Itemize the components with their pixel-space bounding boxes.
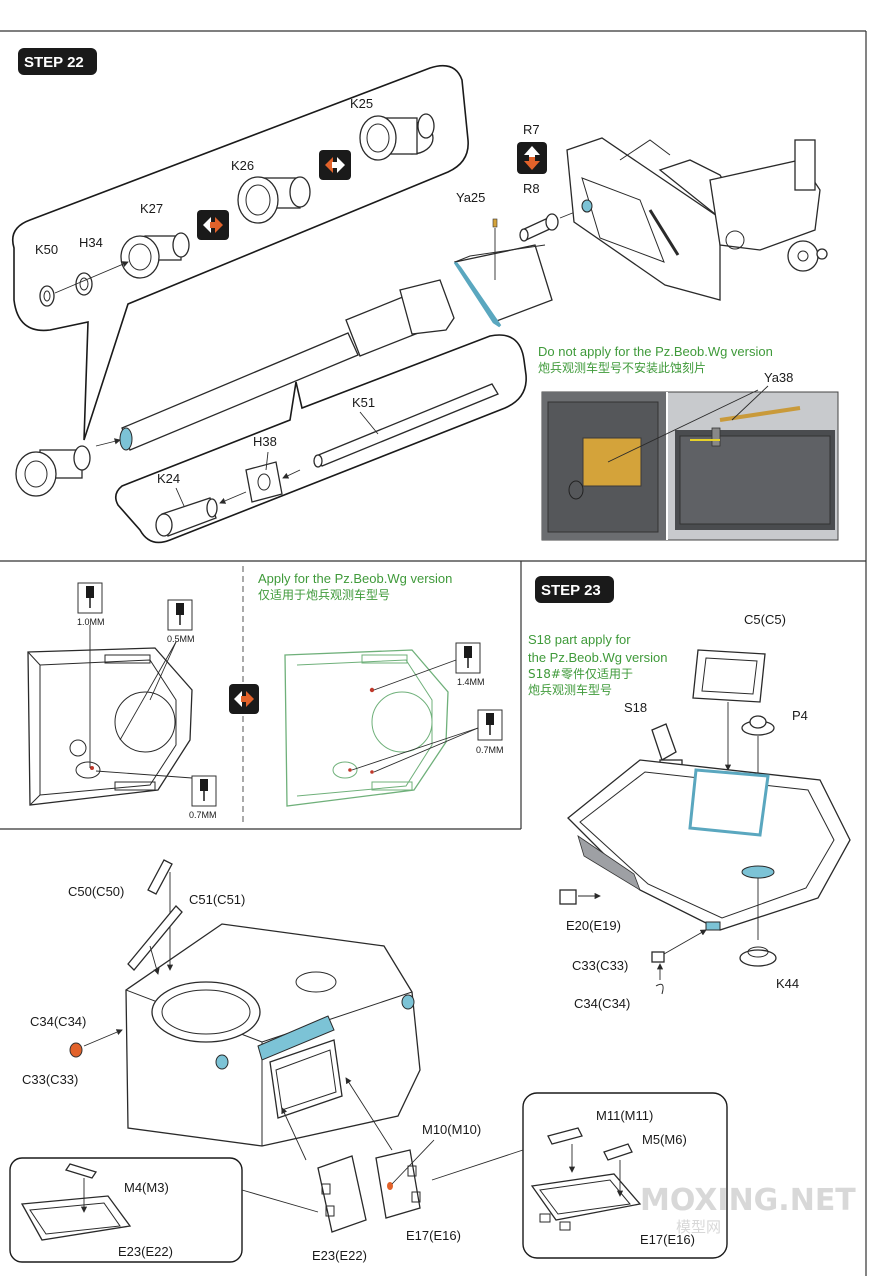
part-k25: K25 — [350, 96, 435, 161]
label-c33-right: C33(C33) — [572, 958, 628, 973]
note-apply-cn: 仅适用于炮兵观测车型号 — [258, 587, 390, 602]
part-k26: K26 — [231, 158, 311, 224]
watermark: MOXING.NET 模型网 — [640, 1183, 856, 1236]
label-e23-b: E23(E22) — [118, 1244, 173, 1259]
label-m5: M5(M6) — [642, 1132, 687, 1147]
label-m11: M11(M11) — [596, 1108, 653, 1123]
label-ya25: Ya25 — [456, 190, 485, 205]
part-p4: P4 — [741, 708, 808, 736]
label-c34-right: C34(C34) — [574, 996, 630, 1011]
turret-drill-drawing — [27, 647, 193, 806]
photo-inset — [541, 385, 839, 541]
swap-icon — [229, 684, 259, 714]
part-gun-barrel — [119, 279, 455, 451]
drill-icon: 0.7MM — [189, 775, 217, 820]
label-c34-left: C34(C34) — [30, 1014, 86, 1029]
label-r7: R7 — [523, 122, 540, 137]
label-c5: C5(C5) — [744, 612, 786, 627]
part-mantlet-box — [453, 244, 553, 328]
part-e17-hatch — [375, 1149, 421, 1219]
label-m10: M10(M10) — [422, 1122, 481, 1137]
note-s18-1: S18 part apply for — [528, 632, 631, 647]
note-apply: Apply for the Pz.Beob.Wg version — [258, 571, 452, 586]
label-e20: E20(E19) — [566, 918, 621, 933]
part-r8 — [519, 213, 559, 242]
swap-icon-vertical — [517, 142, 547, 174]
part-k44: K44 — [739, 946, 799, 991]
label-p4: P4 — [792, 708, 808, 723]
part-c33-right: C33(C33) — [572, 951, 665, 973]
note-s18-2: the Pz.Beob.Wg version — [528, 650, 667, 665]
step23-badge: STEP 23 — [535, 576, 614, 603]
label-k50: K50 — [35, 242, 58, 257]
label-r8: R8 — [523, 181, 540, 196]
label-e17-b: E17(E16) — [640, 1232, 695, 1247]
watermark-text: MOXING.NET — [640, 1183, 856, 1218]
label-h38: H38 — [253, 434, 277, 449]
label-k24: K24 — [157, 471, 180, 486]
step22-badge: STEP 22 — [18, 48, 97, 75]
part-e20: E20(E19) — [559, 889, 621, 933]
part-c50: C50(C50) — [68, 859, 173, 899]
ring-parts-callout — [11, 64, 469, 441]
label-k26: K26 — [231, 158, 254, 173]
part-k50: K50 — [35, 242, 58, 307]
drill-size-2: 0.5MM — [167, 634, 195, 644]
label-k25: K25 — [350, 96, 373, 111]
note-s18-cn2: 炮兵观测车型号 — [528, 682, 612, 697]
part-k27: K27 — [120, 201, 190, 279]
label-k44: K44 — [776, 976, 799, 991]
page-frame — [0, 30, 867, 1276]
swap-icon — [197, 210, 229, 240]
label-k27: K27 — [140, 201, 163, 216]
drill-icon: 0.5MM — [167, 599, 195, 644]
label-m4: M4(M3) — [124, 1180, 169, 1195]
vehicle-front-drawing — [566, 137, 828, 301]
detail-box-right: M11(M11) M5(M6) E17(E16) — [522, 1092, 728, 1259]
part-k24: K24 — [155, 471, 218, 537]
part-c34-left: C34(C34) C33(C33) — [22, 1014, 86, 1087]
label-e23-a: E23(E22) — [312, 1248, 367, 1263]
turret-interior-drawing — [567, 759, 851, 931]
drill-icon: 1.4MM — [455, 642, 485, 687]
k51-callout — [114, 334, 527, 544]
part-muzzle-assembly — [15, 445, 91, 497]
watermark-sub: 模型网 — [676, 1218, 721, 1236]
drill-size-5: 0.7MM — [476, 745, 504, 755]
note-not-apply-cn: 炮兵观测车型号不安装此蚀刻片 — [538, 360, 706, 375]
turret-drill-drawing-green — [284, 649, 449, 807]
note-not-apply: Do not apply for the Pz.Beob.Wg version — [538, 344, 773, 359]
part-c51: C51(C51) — [127, 892, 245, 971]
drill-icon: 0.7MM — [476, 709, 504, 755]
swap-icon — [319, 150, 351, 180]
step22-title: STEP 22 — [24, 54, 84, 71]
label-k51: K51 — [352, 395, 375, 410]
drill-icon: 1.0MM — [77, 582, 105, 627]
label-c33-left: C33(C33) — [22, 1072, 78, 1087]
label-c51: C51(C51) — [189, 892, 245, 907]
label-h34: H34 — [79, 235, 103, 250]
label-e17-a: E17(E16) — [406, 1228, 461, 1243]
note-s18-cn1: S18#零件仅适用于 — [528, 667, 633, 681]
part-ya25: Ya25 — [456, 190, 498, 280]
turret-exterior-drawing — [125, 923, 421, 1147]
drill-size-1: 1.0MM — [77, 617, 105, 627]
label-c50: C50(C50) — [68, 884, 124, 899]
part-c5: C5(C5) — [692, 612, 786, 703]
part-c34-right: C34(C34) — [574, 983, 664, 1011]
detail-box-left: M4(M3) E23(E22) — [9, 1157, 243, 1263]
part-e23-hatch — [317, 1155, 367, 1233]
part-k51: K51 — [313, 383, 499, 468]
part-h38: H38 — [245, 434, 283, 503]
drill-size-3: 0.7MM — [189, 810, 217, 820]
step23-title: STEP 23 — [541, 582, 601, 599]
label-ya38: Ya38 — [764, 370, 793, 385]
drill-size-4: 1.4MM — [457, 677, 485, 687]
label-s18: S18 — [624, 700, 647, 715]
